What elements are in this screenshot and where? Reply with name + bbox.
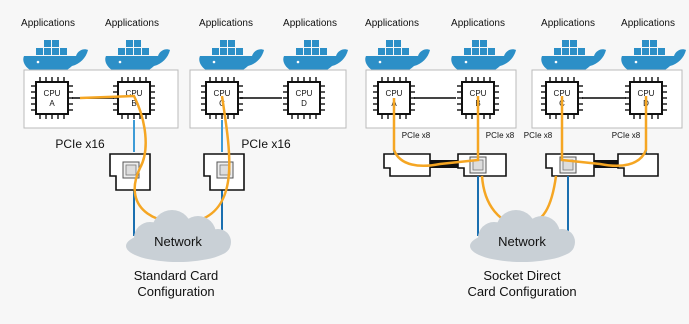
caption: Card Configuration [467,284,576,299]
caption: Standard Card [134,268,219,283]
pcie-label: PCIe x16 [55,137,105,151]
cpu-label: B [131,99,136,108]
data-path [392,96,480,167]
cpu-chip-icon [30,76,74,120]
caption: Socket Direct [483,268,561,283]
cpu-chip-icon [282,76,326,120]
standard-card-config: Applications Applications Applications A… [21,18,348,299]
caption: Configuration [137,284,214,299]
network-label: Network [498,234,546,249]
data-path [560,96,648,167]
applications-label: Applications [21,18,75,29]
pcie-label: PCIe x8 [612,131,641,140]
cpu-label: D [301,99,307,108]
cpu-label: CPU [638,89,655,98]
applications-label: Applications [199,18,253,29]
pcie-label: PCIe x16 [241,137,291,151]
applications-label: Applications [283,18,337,29]
pcie-label: PCIe x8 [402,131,431,140]
pcie-label: PCIe x8 [486,131,515,140]
pcie-label: PCIe x8 [524,131,553,140]
cpu-label: CPU [214,89,231,98]
cpu-label: CPU [554,89,571,98]
applications-label: Applications [105,18,159,29]
cpu-label: A [49,99,55,108]
cpu-label: CPU [126,89,143,98]
cpu-label: CPU [386,89,403,98]
applications-label: Applications [451,18,505,29]
applications-label: Applications [365,18,419,29]
cpu-label: CPU [296,89,313,98]
network-label: Network [154,234,202,249]
applications-label: Applications [541,18,595,29]
socket-direct-config: Applications Applications Applications A… [365,18,686,299]
cpu-label: CPU [470,89,487,98]
socket-direct-card-icon [383,153,507,177]
network-card-icon [203,153,245,191]
cpu-label: CPU [44,89,61,98]
applications-label: Applications [621,18,675,29]
